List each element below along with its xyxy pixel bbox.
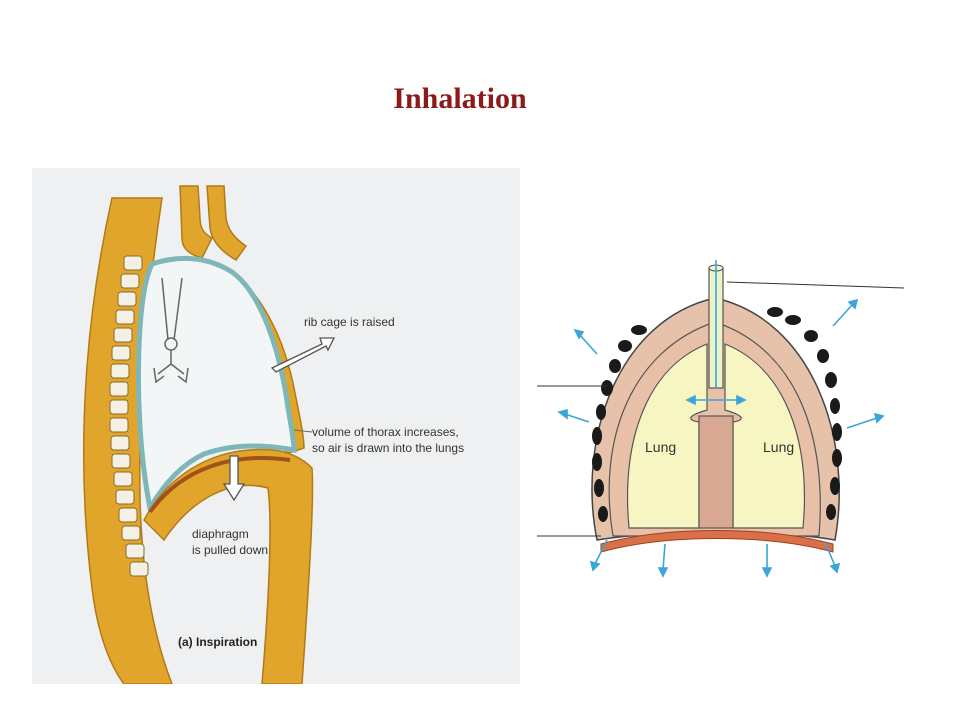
pleural-cavity [135,255,297,515]
diaphragm-sheet [600,530,834,553]
airflow-symbol [153,277,189,384]
left-lung [626,343,708,529]
right-lung-label: Lung [763,439,794,455]
mediastinum [698,415,734,529]
page-title: Inhalation [393,82,527,115]
diaphragm-arrow [222,455,246,502]
rib-cage-label: rib cage is raised [304,315,395,329]
vertebral-column [109,255,149,577]
diagram-caption: (a) Inspiration [178,635,257,649]
diaphragm-band [143,448,314,684]
lung-model-illustration: Lung Lung [537,260,904,578]
air-flow-arrows [685,260,747,406]
trachea [179,185,214,259]
left-lung-label: Lung [645,439,676,455]
diaphragm-label-line2: is pulled down [192,543,268,557]
right-lung [724,343,806,529]
rib-cage-arrow [270,337,336,373]
volume-label-line1: volume of thorax increases, [312,425,459,439]
ribs [592,307,842,522]
diaphragm-label-line1: diaphragm [192,527,249,541]
lung-model-diagram: Lung Lung [537,240,904,592]
volume-label-line2: so air is drawn into the lungs [312,441,464,455]
expansion-arrows [557,298,885,578]
inspiration-diagram: rib cage is raised volume of thorax incr… [32,168,520,684]
thorax-illustration: rib cage is raised volume of thorax incr… [82,185,464,684]
